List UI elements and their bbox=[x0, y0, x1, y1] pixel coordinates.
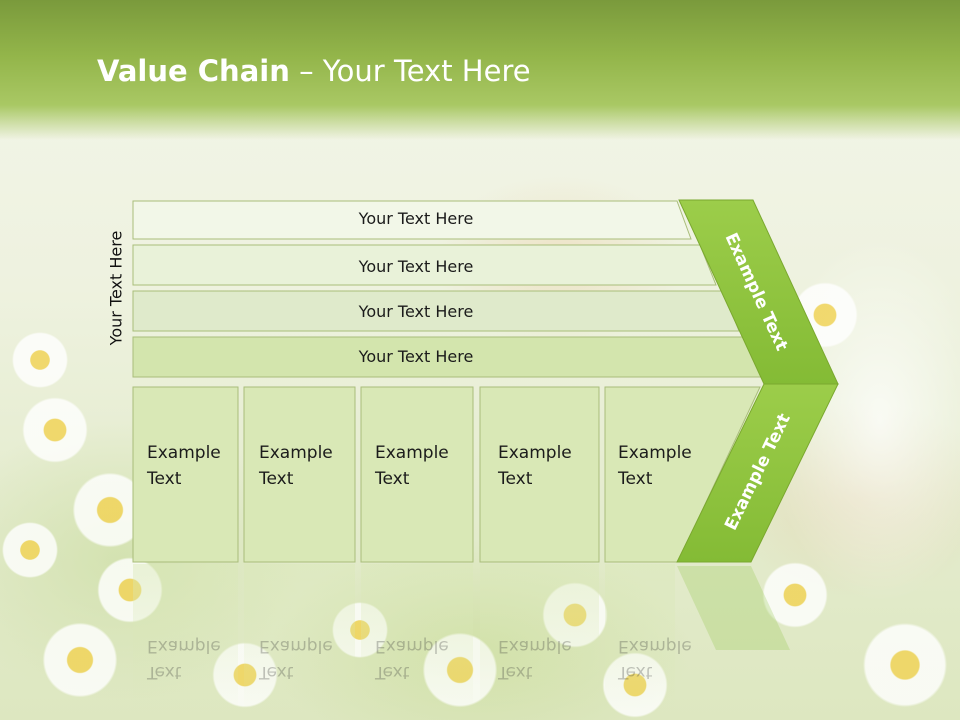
primary-column-1 bbox=[132, 386, 239, 563]
primary-column-3-line1: Example bbox=[375, 443, 449, 463]
support-bar-1 bbox=[132, 200, 692, 240]
reflection-line: Text bbox=[147, 662, 182, 682]
reflection-line: Example bbox=[618, 636, 692, 656]
reflection-line: Example bbox=[259, 636, 333, 656]
support-bar-2-label: Your Text Here bbox=[358, 257, 474, 276]
primary-column-4-line2: Text bbox=[498, 469, 533, 489]
primary-column-3-label: Example Text bbox=[375, 440, 471, 492]
slide-title-bold: Value Chain bbox=[97, 54, 290, 88]
margin-arrow-lower bbox=[676, 383, 839, 563]
reflection-line: Example bbox=[498, 636, 572, 656]
slide-title: Value Chain – Your Text Here bbox=[97, 54, 531, 88]
margin-arrow-reflection bbox=[677, 566, 790, 650]
primary-column-5-line2: Text bbox=[618, 469, 653, 489]
primary-column-4-label: Example Text bbox=[498, 440, 594, 492]
reflection-line: Example bbox=[375, 636, 449, 656]
daisy-decoration bbox=[0, 520, 60, 580]
text-reflection: Text Example Text Example Text Example Text… bbox=[0, 563, 960, 720]
header-band bbox=[0, 0, 960, 140]
primary-column-4 bbox=[479, 386, 600, 563]
reflection-text-5: Text Example bbox=[618, 633, 692, 685]
reflection-line: Text bbox=[259, 662, 294, 682]
reflection-text-1: Text Example bbox=[147, 633, 221, 685]
reflection-line: Example bbox=[147, 636, 221, 656]
daisy-decoration bbox=[760, 560, 830, 630]
reflection-line: Text bbox=[618, 662, 653, 682]
primary-column-1-line1: Example bbox=[147, 443, 221, 463]
daisy-decoration bbox=[20, 395, 90, 465]
daisy-decoration bbox=[860, 620, 950, 710]
reflection-line: Text bbox=[498, 662, 533, 682]
primary-column-1-line2: Text bbox=[147, 469, 182, 489]
primary-column-5-label: Example Text bbox=[618, 440, 714, 492]
column-reflection bbox=[605, 564, 675, 714]
primary-column-2-line1: Example bbox=[259, 443, 333, 463]
reflection-text-4: Text Example bbox=[498, 633, 572, 685]
reflection-line: Text bbox=[375, 662, 410, 682]
slide-title-rest: – Your Text Here bbox=[289, 54, 531, 88]
primary-column-3-line2: Text bbox=[375, 469, 410, 489]
support-bar-3-label: Your Text Here bbox=[358, 302, 474, 321]
column-reflection bbox=[244, 564, 355, 714]
support-bar-4-label: Your Text Here bbox=[358, 347, 474, 366]
column-reflection bbox=[480, 564, 599, 714]
column-reflection bbox=[133, 564, 238, 714]
primary-column-2-label: Example Text bbox=[259, 440, 355, 492]
primary-column-2 bbox=[243, 386, 356, 563]
primary-column-1-label: Example Text bbox=[147, 440, 243, 492]
support-bar-2 bbox=[132, 244, 717, 286]
reflection-text-2: Text Example bbox=[259, 633, 333, 685]
primary-column-3 bbox=[360, 386, 474, 563]
support-bar-1-label: Your Text Here bbox=[358, 209, 474, 228]
reflection-text-3: Text Example bbox=[375, 633, 449, 685]
column-reflection bbox=[361, 564, 473, 714]
primary-column-4-line1: Example bbox=[498, 443, 572, 463]
daisy-decoration bbox=[40, 620, 120, 700]
daisy-decoration bbox=[10, 330, 70, 390]
primary-column-2-line2: Text bbox=[259, 469, 294, 489]
primary-column-5-line1: Example bbox=[618, 443, 692, 463]
